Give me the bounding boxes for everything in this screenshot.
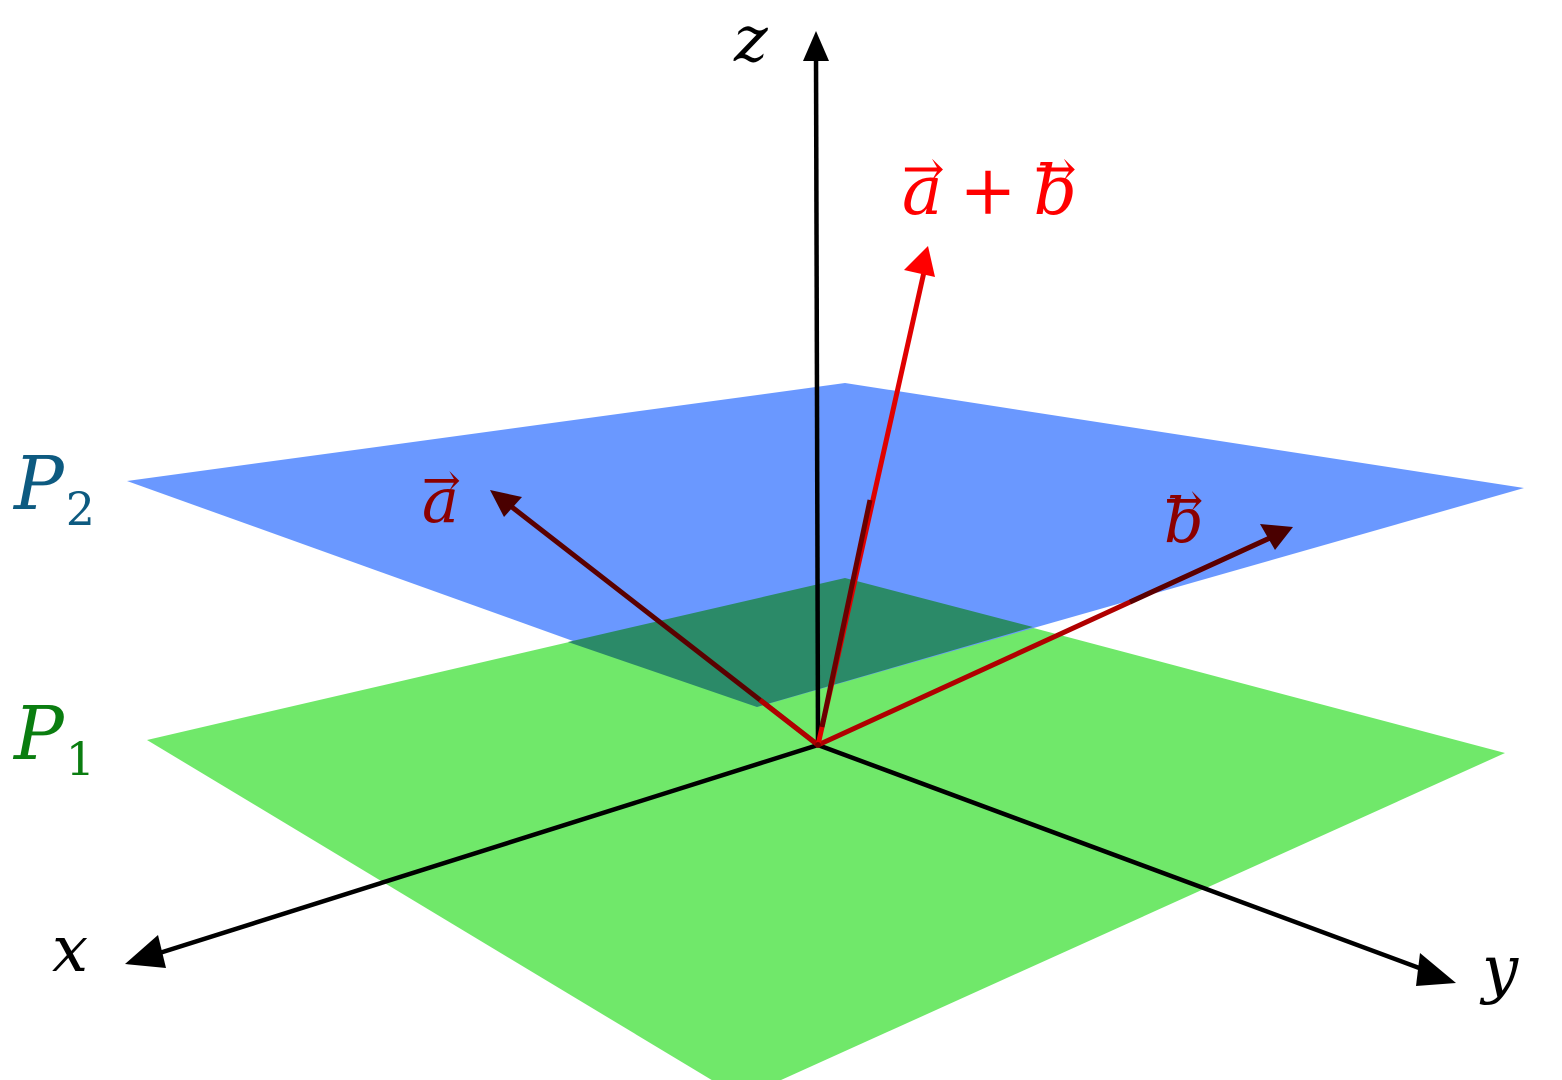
origin-point (815, 742, 821, 748)
plane-p2-name: P (14, 441, 64, 527)
z-axis-label: z (734, 8, 768, 72)
plane-p1 (147, 578, 1505, 1080)
plus-sign: + (959, 152, 1017, 231)
vector-sum (815, 246, 935, 746)
vector-sum-b-name: b (1033, 152, 1078, 231)
vector-arrow-icon: → (1164, 472, 1204, 527)
plane-p2 (127, 383, 1524, 707)
vector-arrow-icon: → (1033, 139, 1077, 199)
y-axis-label-text: y (1482, 933, 1519, 1007)
vector-b-arrowhead-icon (1260, 524, 1293, 550)
z-axis-arrowhead-icon (803, 31, 829, 61)
vector-sum-label: → a + → b (902, 144, 1077, 226)
z-axis (813, 54, 821, 746)
vector-arrow-icon: → (422, 452, 461, 507)
vector-a (490, 490, 820, 747)
y-axis (817, 742, 1431, 975)
axes (125, 31, 1456, 986)
vector-arrow-icon: → (902, 139, 945, 199)
y-axis-label: y (1482, 938, 1518, 1002)
vector-a-arrowhead-icon (490, 490, 522, 517)
vector-a-name: a (422, 464, 459, 537)
x-axis-arrowhead-icon (125, 935, 166, 968)
z-axis-label-text: z (734, 3, 768, 77)
plane-p2-subscript: 2 (65, 482, 95, 537)
plane-overlap (568, 578, 1033, 707)
x-axis-label-text: x (52, 913, 89, 987)
plane-p1-label: P1 (14, 697, 95, 782)
x-axis (149, 742, 819, 959)
plane-p1-name: P (14, 691, 64, 777)
plane-p1-subscript: 1 (65, 732, 95, 787)
plane-p2-label: P2 (14, 447, 95, 532)
vector-b (816, 524, 1293, 748)
x-axis-label: x (52, 918, 88, 982)
vector-sum-a-name: a (902, 152, 943, 231)
vector-b-label: → b (1164, 477, 1204, 552)
vector-a-label: → a (422, 457, 461, 532)
y-axis-arrowhead-icon (1416, 953, 1456, 986)
vector-sum-arrowhead-icon (904, 246, 935, 277)
vector-b-name: b (1164, 484, 1204, 557)
